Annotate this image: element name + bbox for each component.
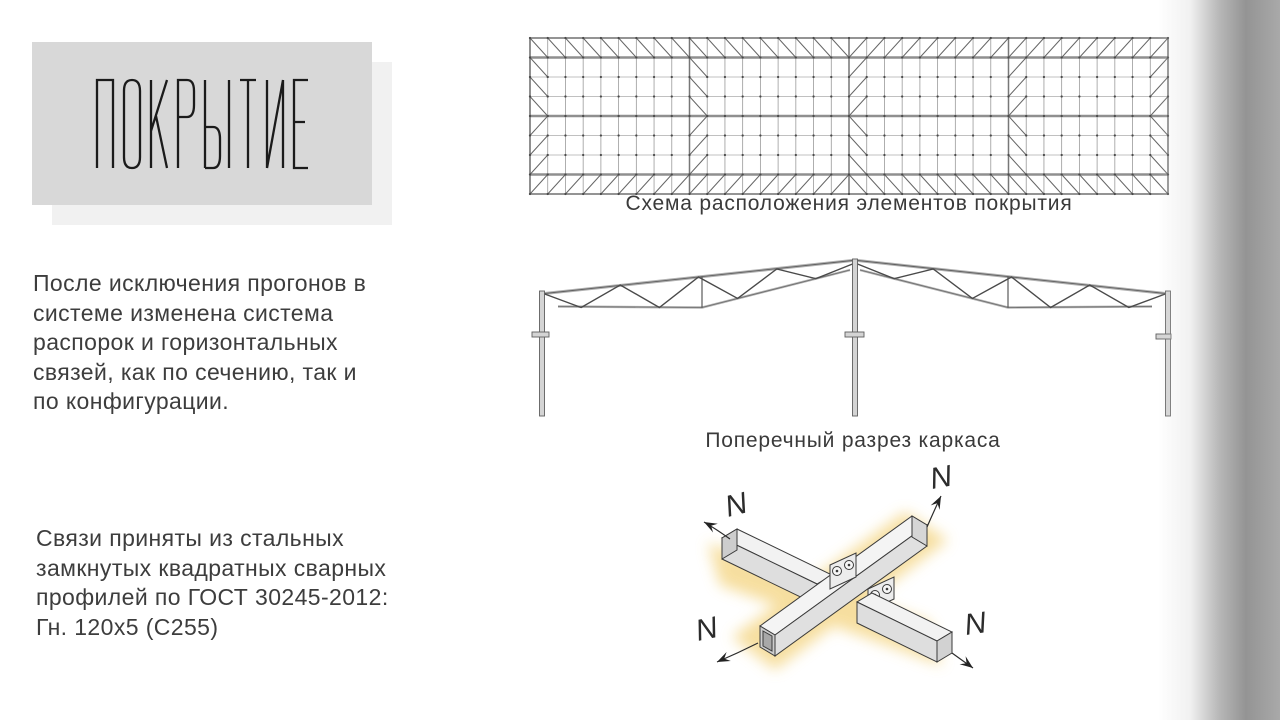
roof-plan-nodes bbox=[528, 36, 1170, 196]
frame-drawing bbox=[531, 258, 1172, 417]
roof-plan-drawing bbox=[528, 36, 1170, 196]
title-box: ПОКРЫТИЕ bbox=[32, 42, 372, 205]
connection-detail-drawing: N N N N bbox=[693, 460, 989, 670]
caption-roof-plan: Схема расположения элементов покрытия bbox=[625, 192, 1073, 215]
caption-cross-section: Поперечный разрез каркаса bbox=[705, 429, 1001, 452]
cross-joint-sketch bbox=[720, 515, 954, 663]
axis-label-n: N bbox=[693, 611, 721, 648]
axis-label-n: N bbox=[962, 606, 988, 642]
axis-label-n: N bbox=[722, 486, 751, 523]
paragraph-steel-profiles: Связи приняты из стальных замкнутых квад… bbox=[36, 525, 389, 640]
title-glyphs bbox=[95, 78, 308, 169]
axis-label-n: N bbox=[927, 460, 954, 496]
cross-section-drawing bbox=[531, 258, 1172, 417]
paragraph-bracing-system: После исключения прогонов в системе изме… bbox=[33, 270, 367, 414]
axis-arrows: N N N N bbox=[693, 460, 989, 669]
title-letter-strokes bbox=[95, 78, 308, 169]
